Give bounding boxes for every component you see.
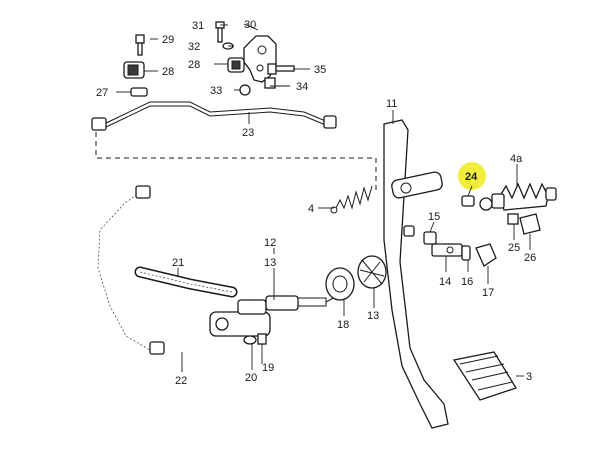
part-11-pedal (383, 119, 449, 429)
label-part-4a: 4a (510, 153, 523, 165)
part-30-bracket (243, 35, 277, 83)
label-part-24: 24 (465, 171, 478, 183)
label-part-32: 32 (188, 41, 200, 53)
label-part-19: 19 (262, 362, 274, 374)
label-part-16: 16 (461, 276, 473, 288)
label-part-29: 29 (162, 34, 174, 46)
part-24-bushing (461, 195, 493, 211)
part-3-pedal-pad (452, 351, 517, 401)
label-part-13-left: 13 (264, 257, 276, 269)
guide-dashed-left (95, 132, 376, 159)
part-34-nut (264, 77, 276, 89)
part-17-clip (475, 243, 497, 267)
part-18-gasket (325, 267, 355, 301)
label-part-13-right: 13 (367, 310, 379, 322)
part-16-pin (461, 245, 471, 261)
part-15-bushing (403, 225, 437, 245)
label-part-27: 27 (96, 87, 108, 99)
part-4a-over-center-spring (491, 182, 557, 211)
label-part-12: 12 (264, 237, 276, 249)
part-13-boot (357, 255, 387, 289)
part-19-nut (257, 333, 267, 345)
label-part-33: 33 (210, 85, 222, 97)
leader-lines (116, 23, 531, 377)
label-part-20: 20 (245, 372, 257, 384)
part-28-bushing-left (123, 61, 145, 79)
part-26-bracket (519, 213, 541, 235)
part-14-pushrod-yoke (431, 243, 463, 257)
part-28-bushing-top (227, 57, 245, 73)
label-part-18: 18 (337, 319, 349, 331)
label-part-35: 35 (314, 64, 326, 76)
label-part-17: 17 (482, 287, 494, 299)
part-20-washer (243, 335, 257, 345)
label-part-22: 22 (175, 375, 187, 387)
part-24-highlight (458, 162, 486, 190)
label-part-30: 30 (244, 19, 256, 31)
part-33-nut (239, 84, 251, 96)
part-12-master-cylinder (209, 289, 349, 337)
label-part-3: 3 (526, 371, 532, 383)
part-35-bolt (267, 63, 295, 75)
label-part-25: 25 (508, 242, 520, 254)
part-29-bolt (135, 34, 145, 56)
part-21-hose (134, 266, 238, 298)
label-part-28-top: 28 (188, 59, 200, 71)
part-25-nut (507, 213, 519, 225)
label-part-31: 31 (192, 20, 204, 32)
label-part-4: 4 (308, 203, 314, 215)
label-part-11: 11 (386, 98, 397, 110)
part-4-spring (330, 185, 373, 214)
label-part-34: 34 (296, 81, 308, 93)
label-part-28-left: 28 (162, 66, 174, 78)
label-part-15: 15 (428, 211, 440, 223)
part-27-clip (130, 87, 148, 97)
label-part-23: 23 (242, 127, 254, 139)
label-part-14: 14 (439, 276, 451, 288)
label-part-26: 26 (524, 252, 536, 264)
part-23-clutch-rod (91, 101, 337, 131)
label-part-21: 21 (172, 257, 184, 269)
